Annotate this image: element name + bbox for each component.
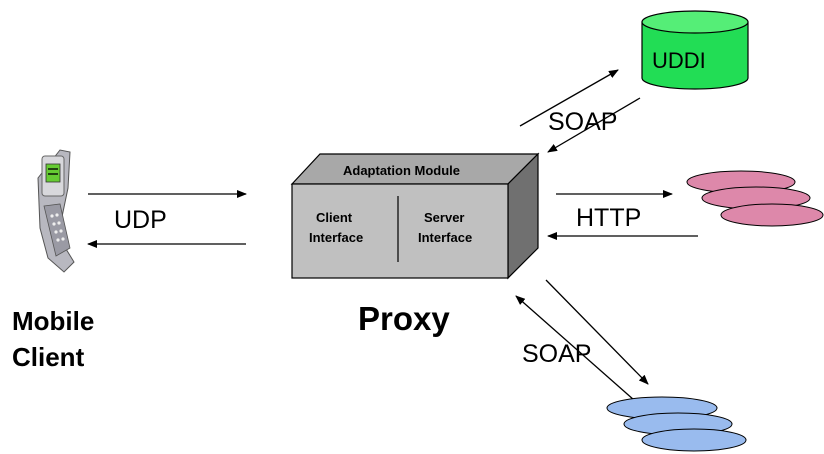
http-label: HTTP: [576, 204, 641, 232]
uddi-label: UDDI: [652, 48, 706, 73]
proxy-box-front: [291, 183, 509, 279]
udp-label: UDP: [114, 206, 167, 234]
proxy-box: [290, 152, 540, 280]
http-services-icon: [686, 170, 824, 227]
soap-arrow-to-uddi: [519, 69, 619, 127]
soap-uddi-label: SOAP: [548, 108, 617, 136]
server-interface-label-line2: Interface: [418, 230, 472, 245]
soap-arrow-from-services: [515, 295, 635, 401]
client-interface-label-line1: Client: [316, 210, 353, 225]
client-interface-label-line2: Interface: [309, 230, 363, 245]
soap-arrow-to-proxy: [547, 97, 641, 153]
adaptation-module-label: Adaptation Module: [343, 163, 460, 178]
proxy-label: Proxy: [358, 300, 450, 337]
soap-services-icon: [606, 396, 747, 452]
uddi-database-icon: [641, 10, 749, 90]
mobile-client-label-line2: Client: [12, 342, 85, 372]
soap-bottom-label: SOAP: [522, 340, 591, 368]
mobile-client-label-line1: Mobile: [12, 306, 94, 336]
server-interface-label-line1: Server: [424, 210, 464, 225]
mobile-phone-icon: [37, 149, 75, 273]
soap-arrow-to-services: [545, 279, 649, 385]
